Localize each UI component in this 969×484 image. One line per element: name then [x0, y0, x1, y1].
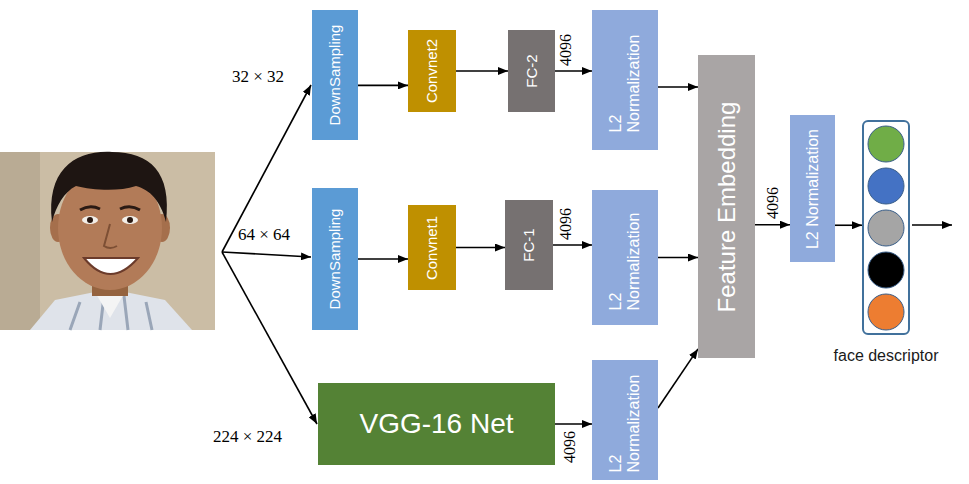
arrow-connector: [358, 85, 408, 87]
l2-norm-box: L2 Normalization: [592, 10, 658, 150]
l2-norm-box: L2 Normalization: [790, 115, 835, 262]
node-label: Convnet1: [423, 215, 440, 279]
l2-norm-box: L2 Normalization: [592, 190, 658, 325]
node-label: L2 Normalization: [607, 205, 644, 310]
input-size-label: 224 × 224: [213, 428, 282, 447]
arrow-connector: [555, 70, 592, 72]
l2-norm-box: L2 Normalization: [592, 360, 658, 480]
feature-dot: [868, 210, 904, 246]
descriptor-box: face descriptor: [862, 120, 910, 335]
node-label: VGG-16 Net: [359, 408, 513, 440]
descriptor-circles: [864, 122, 908, 333]
arrow-connector: [755, 224, 790, 226]
arrow-connector: [456, 70, 508, 72]
input-size-label: 32 × 32: [232, 68, 284, 87]
convnet-box: Convnet2: [408, 30, 456, 112]
downsampling-box: DownSampling: [312, 188, 358, 330]
node-label: DownSampling: [326, 209, 343, 310]
input-size-label: 64 × 64: [238, 226, 290, 245]
downsampling-box: DownSampling: [312, 10, 358, 140]
arrow-connector: [835, 224, 862, 226]
node-label: FC-1: [520, 228, 537, 261]
dimension-label: 4096: [764, 187, 782, 219]
arrow-connector: [555, 423, 592, 425]
node-label: Feature Embedding: [713, 101, 741, 312]
feature-dot: [868, 126, 904, 162]
fc-box: FC-1: [505, 200, 553, 290]
arrow-connector: [456, 247, 505, 249]
convnet-box: Convnet1: [408, 205, 456, 290]
arrow-connector: [553, 244, 592, 246]
dimension-label: 4096: [557, 208, 575, 240]
arrow-connector: [658, 86, 698, 88]
node-label: L2 Normalization: [607, 28, 644, 133]
feature-dot: [868, 168, 904, 204]
face-photo: [0, 152, 215, 330]
node-label: DownSampling: [326, 25, 343, 126]
embedding-box: Feature Embedding: [698, 55, 755, 358]
vgg-box: VGG-16 Net: [318, 383, 555, 465]
node-label: FC-2: [523, 54, 540, 87]
arrow-connector: [358, 258, 408, 260]
dimension-label: 4096: [561, 431, 579, 463]
node-label: L2 Normalization: [607, 368, 644, 473]
input-branch-lines: [222, 85, 317, 424]
arrow-connector: [658, 349, 698, 408]
output-arrow: [912, 224, 952, 226]
fc-box: FC-2: [508, 30, 555, 112]
arrow-connector: [658, 257, 698, 259]
dimension-label: 4096: [557, 34, 575, 66]
feature-dot: [868, 294, 904, 330]
node-label: Convnet2: [423, 39, 440, 103]
node-label: L2 Normalization: [803, 128, 821, 248]
node-label: face descriptor: [834, 347, 939, 365]
feature-dot: [868, 252, 904, 288]
